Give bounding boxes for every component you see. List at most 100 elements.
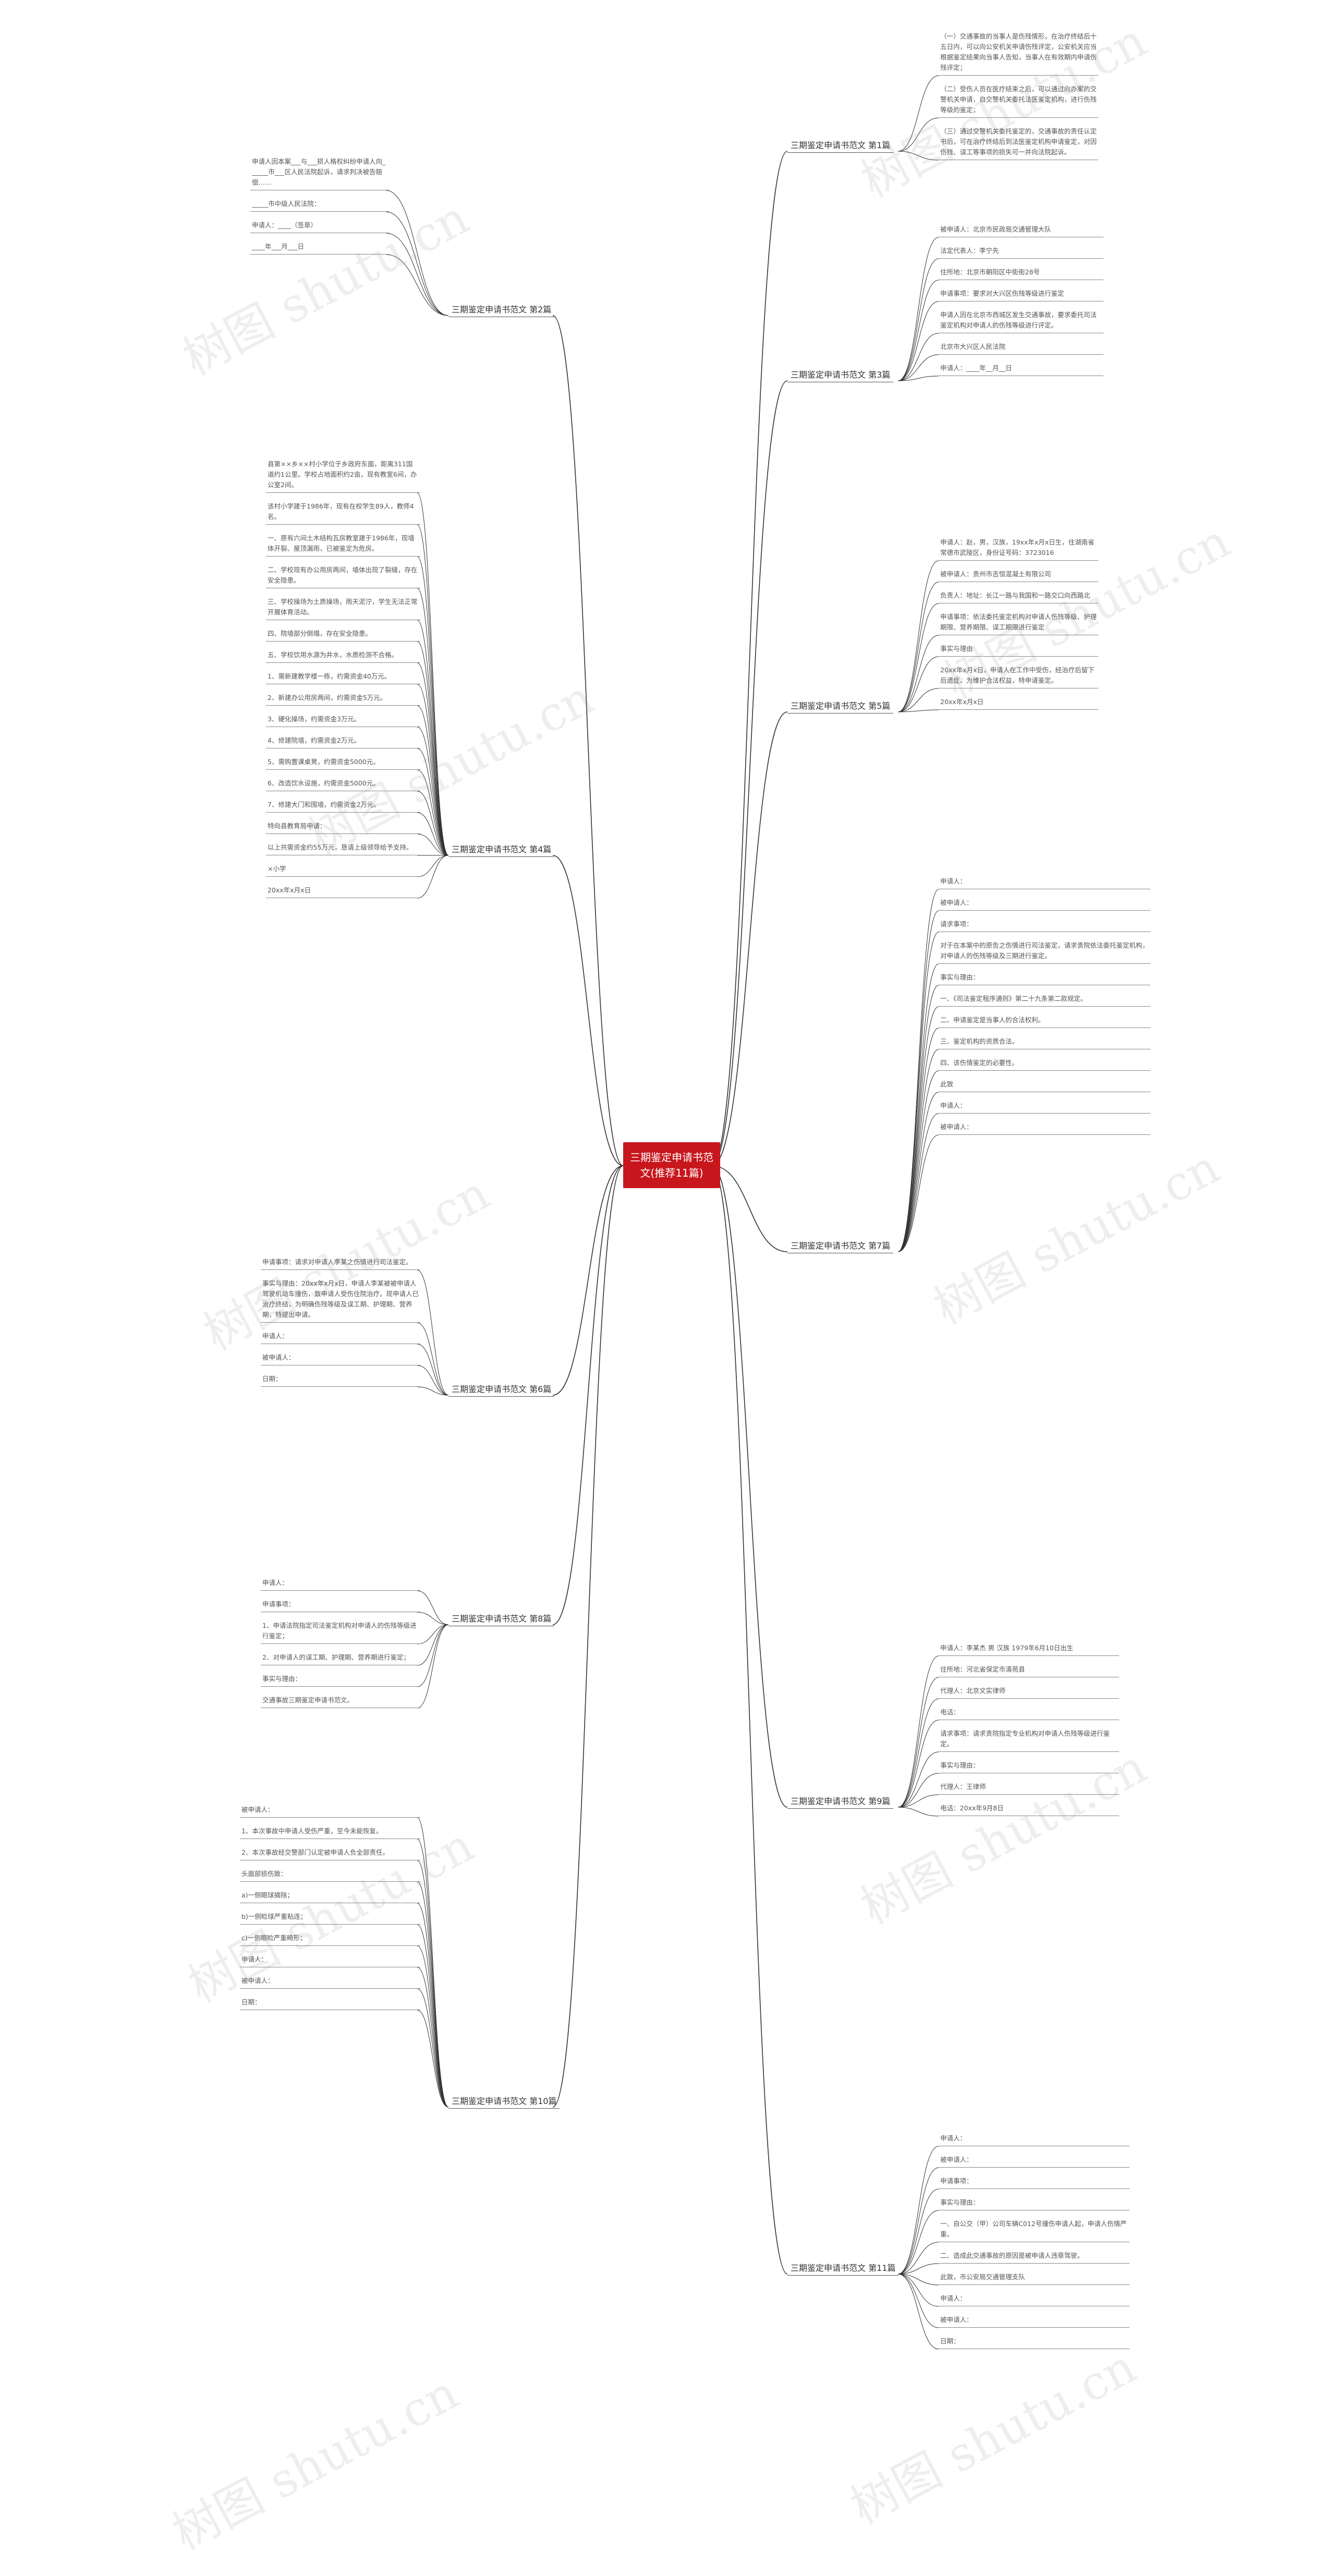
leaf-node: 五、学校饮用水源为井水，水质检测不合格。 xyxy=(266,650,420,663)
branch-topic[interactable]: 三期鉴定申请书范文 第2篇 xyxy=(448,303,555,317)
connector-line xyxy=(711,1165,788,2275)
connector-line xyxy=(897,2210,939,2275)
branch-topic[interactable]: 三期鉴定申请书范文 第6篇 xyxy=(448,1383,555,1397)
leaf-node: 申请事项：要求对大兴区伤残等级进行鉴定 xyxy=(939,288,1103,301)
connector-line xyxy=(417,1590,449,1625)
leaf-node: 一、原有六间土木结构瓦房教室建于1986年，现墙体开裂、屋顶漏雨，已被鉴定为危房… xyxy=(266,533,420,557)
leaf-node: 住所地：北京市朝阳区中街街28号 xyxy=(939,267,1103,280)
leaf-node: 申请人：李某杰 男 汉族 1979年6月10日出生 xyxy=(939,1643,1119,1656)
connector-line xyxy=(417,1624,449,1687)
connector-line xyxy=(897,2167,939,2275)
leaf-node: 申请人：____年__月__日 xyxy=(939,363,1103,376)
leaf-node: 申请人： xyxy=(240,1954,420,1967)
leaf-node: （一）交通事故的当事人是伤残情形，在治疗终结后十五日内，可以向公安机关申请伤残评… xyxy=(939,31,1098,76)
leaf-node: 申请人： xyxy=(939,2133,1130,2146)
leaf-node: 申请人： xyxy=(939,876,1150,889)
branch-topic[interactable]: 三期鉴定申请书范文 第9篇 xyxy=(787,1795,894,1809)
leaf-node: a)一侧眼球摘除； xyxy=(240,1890,420,1903)
leaf-node: 一、自公交（甲）公司车辆C012号撞伤申请人起，申请人伤情严重。 xyxy=(939,2219,1130,2242)
connector-line xyxy=(417,2010,449,2108)
connector-line xyxy=(897,635,939,712)
leaf-node: 申请人： xyxy=(939,2293,1130,2306)
connector-line xyxy=(897,75,939,152)
connector-line xyxy=(897,1794,939,1808)
leaf-node: 此致 xyxy=(939,1079,1150,1092)
connector-line xyxy=(417,1365,449,1396)
connector-line xyxy=(897,910,939,1252)
leaf-node: 7、修建大门和围墙，约需资金2万元。 xyxy=(266,800,420,813)
leaf-node: 申请人： xyxy=(261,1331,420,1344)
connector-line xyxy=(417,1988,449,2108)
branch-topic[interactable]: 三期鉴定申请书范文 第10篇 xyxy=(448,2095,560,2109)
leaf-node: 2、对申请人的误工期、护理期、营养期进行鉴定； xyxy=(261,1652,420,1665)
connector-line xyxy=(897,932,939,1252)
connector-line xyxy=(897,1677,939,1808)
connector-line xyxy=(897,1049,939,1252)
connector-line xyxy=(897,603,939,712)
connector-line xyxy=(711,380,788,1166)
connector-line xyxy=(417,812,449,856)
connector-line xyxy=(385,190,449,316)
connector-line xyxy=(417,748,449,856)
leaf-node: 电话：20xx年9月8日 xyxy=(939,1803,1119,1816)
branch-topic[interactable]: 三期鉴定申请书范文 第1篇 xyxy=(787,139,894,153)
connector-line xyxy=(897,709,939,712)
connector-line xyxy=(897,1027,939,1252)
connector-line xyxy=(417,588,449,856)
leaf-node: 被申请人：北京市民政局交通管理大队 xyxy=(939,224,1103,237)
connector-line xyxy=(897,1773,939,1808)
connector-line xyxy=(417,1624,449,1644)
connector-line xyxy=(417,620,449,856)
connector-line xyxy=(897,688,939,712)
connector-line xyxy=(897,1698,939,1808)
leaf-node: 四、院墙部分倒塌，存在安全隐患。 xyxy=(266,628,420,642)
connector-line xyxy=(897,1720,939,1808)
leaf-node: 申请事项： xyxy=(939,2176,1130,2189)
connector-line xyxy=(897,2273,939,2307)
connector-line xyxy=(417,1624,449,1709)
connector-line xyxy=(552,1165,624,1625)
connector-line xyxy=(552,315,624,1166)
leaf-node: 日期： xyxy=(261,1374,420,1387)
branch-topic[interactable]: 三期鉴定申请书范文 第7篇 xyxy=(787,1239,894,1253)
connector-line xyxy=(417,1924,449,2108)
connector-line xyxy=(417,1612,449,1625)
leaf-node: 头面部损伤致： xyxy=(240,1869,420,1882)
leaf-node: 二、申请鉴定是当事人的合法权利。 xyxy=(939,1015,1150,1028)
leaf-node: 三、学校操场为土质操场，雨天泥泞，学生无法正常开展体育活动。 xyxy=(266,597,420,620)
branch-topic[interactable]: 三期鉴定申请书范文 第3篇 xyxy=(787,368,894,382)
root-topic[interactable]: 三期鉴定申请书范文(推荐11篇) xyxy=(623,1142,720,1188)
connector-line xyxy=(417,662,449,856)
leaf-node: 负责人：地址：长江一路与我国和一路交口向西路北 xyxy=(939,590,1098,603)
leaf-node: 事实与理由： xyxy=(261,1674,420,1687)
leaf-node: b)一侧睑球严重粘连； xyxy=(240,1912,420,1925)
connector-line xyxy=(897,1070,939,1252)
branch-topic[interactable]: 三期鉴定申请书范文 第5篇 xyxy=(787,699,894,713)
connector-line xyxy=(897,301,939,381)
connector-line xyxy=(711,1165,788,1252)
connector-line xyxy=(897,1006,939,1252)
connector-line xyxy=(417,1817,449,2108)
leaf-node: 二、造成此交通事故的原因是被申请人违章驾驶。 xyxy=(939,2251,1130,2264)
connector-line xyxy=(417,1881,449,2108)
leaf-node: 三、鉴定机构的资质合法。 xyxy=(939,1036,1150,1049)
leaf-node: 被申请人： xyxy=(939,2315,1130,2328)
branch-topic[interactable]: 三期鉴定申请书范文 第11篇 xyxy=(787,2261,899,2276)
connector-line xyxy=(897,333,939,381)
connector-line xyxy=(897,280,939,381)
connector-line xyxy=(552,1165,624,2108)
connector-line xyxy=(897,2273,939,2328)
leaf-node: 20xx年x月x日 xyxy=(266,885,420,898)
connector-line xyxy=(897,117,939,152)
connector-line xyxy=(897,582,939,712)
leaf-node: 4、修建院墙，约需资金2万元。 xyxy=(266,735,420,748)
leaf-node: 法定代表人：李宁先 xyxy=(939,246,1103,259)
leaf-node: 20xx年x月x日 xyxy=(939,697,1098,710)
connector-line xyxy=(417,855,449,877)
branch-topic[interactable]: 三期鉴定申请书范文 第8篇 xyxy=(448,1612,555,1626)
branch-topic[interactable]: 三期鉴定申请书范文 第4篇 xyxy=(448,843,555,857)
leaf-node: 事实与理由： xyxy=(939,972,1150,985)
connector-line xyxy=(897,354,939,381)
connector-line xyxy=(897,237,939,381)
